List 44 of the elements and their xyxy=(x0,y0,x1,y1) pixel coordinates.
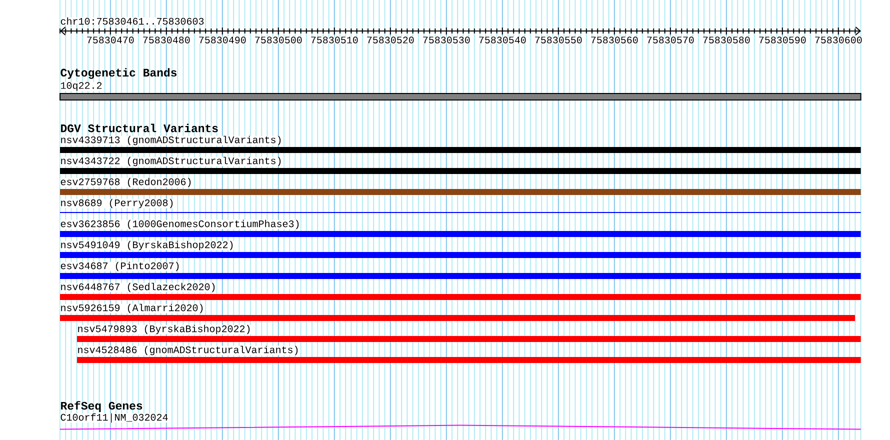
tick-label: 75830530 xyxy=(422,36,470,44)
variant-bar: esv3623856 (1000GenomesConsortiumPhase3) xyxy=(60,220,861,237)
node-label: nsv4528486 (gnomADStructuralVariants) xyxy=(78,346,298,356)
tick-label: 75830580 xyxy=(702,36,750,44)
variant-bar: nsv5926159 (Almarri2020) xyxy=(60,304,855,321)
cytoband-bar: 10q22.2 xyxy=(60,82,862,100)
tick-label: 75830600 xyxy=(814,36,862,44)
variant-bar: esv2759768 (Redon2006) xyxy=(60,178,861,195)
tick-label: 75830510 xyxy=(310,36,358,44)
track-title: DGV Structural Variants xyxy=(61,124,218,132)
node-label: esv34687 (Pinto2007) xyxy=(60,262,179,272)
tick-label: 75830550 xyxy=(534,36,582,44)
node-label: esv2759768 (Redon2006) xyxy=(60,178,191,188)
node-label: nsv4339713 (gnomADStructuralVariants) xyxy=(61,136,281,146)
node-label: 10q22.2 xyxy=(61,82,102,91)
tick-label: 75830570 xyxy=(646,36,694,44)
variant-bar: nsv5491049 (ByrskaBishop2022) xyxy=(60,240,861,258)
tick-label: 75830470 xyxy=(86,36,134,44)
heading: chr10:75830461..75830603 xyxy=(60,17,204,25)
tick-label: 75830590 xyxy=(758,36,806,44)
tick-label: 75830560 xyxy=(590,36,638,44)
node-label: nsv4343722 (gnomADStructuralVariants) xyxy=(61,156,281,166)
variant-bar: nsv4343722 (gnomADStructuralVariants) xyxy=(60,156,861,174)
tick-label: 75830500 xyxy=(254,36,302,44)
node-label: nsv5479893 (ByrskaBishop2022) xyxy=(78,324,250,334)
tick-label: 75830540 xyxy=(478,36,526,44)
tick-label: 75830480 xyxy=(142,36,190,44)
node-label: nsv8689 (Perry2008) xyxy=(61,198,173,208)
variant-bar: nsv4528486 (gnomADStructuralVariants) xyxy=(77,346,861,363)
node-label: nsv6448767 (Sedlazeck2020) xyxy=(61,282,215,292)
tick-label: 75830520 xyxy=(366,36,414,44)
variant-bar: esv34687 (Pinto2007) xyxy=(60,262,861,279)
node-label: esv3623856 (1000GenomesConsortiumPhase3) xyxy=(60,220,299,230)
variant-line: nsv8689 (Perry2008) xyxy=(60,198,862,213)
tick-label: 75830490 xyxy=(198,36,246,44)
track-title: RefSeq Genes xyxy=(61,401,142,412)
node-label: nsv5491049 (ByrskaBishop2022) xyxy=(61,240,233,250)
variant-bar: nsv5479893 (ByrskaBishop2022) xyxy=(77,324,861,342)
variant-bar: nsv6448767 (Sedlazeck2020) xyxy=(60,282,861,300)
node-label: nsv5926159 (Almarri2020) xyxy=(61,304,203,314)
node-label: C10orf11|NM_032024 xyxy=(60,413,168,423)
track-title: Cytogenetic Bands xyxy=(60,68,177,79)
gene-line: C10orf11|NM_032024 xyxy=(60,413,862,430)
variant-bar: nsv4339713 (gnomADStructuralVariants) xyxy=(60,136,861,153)
